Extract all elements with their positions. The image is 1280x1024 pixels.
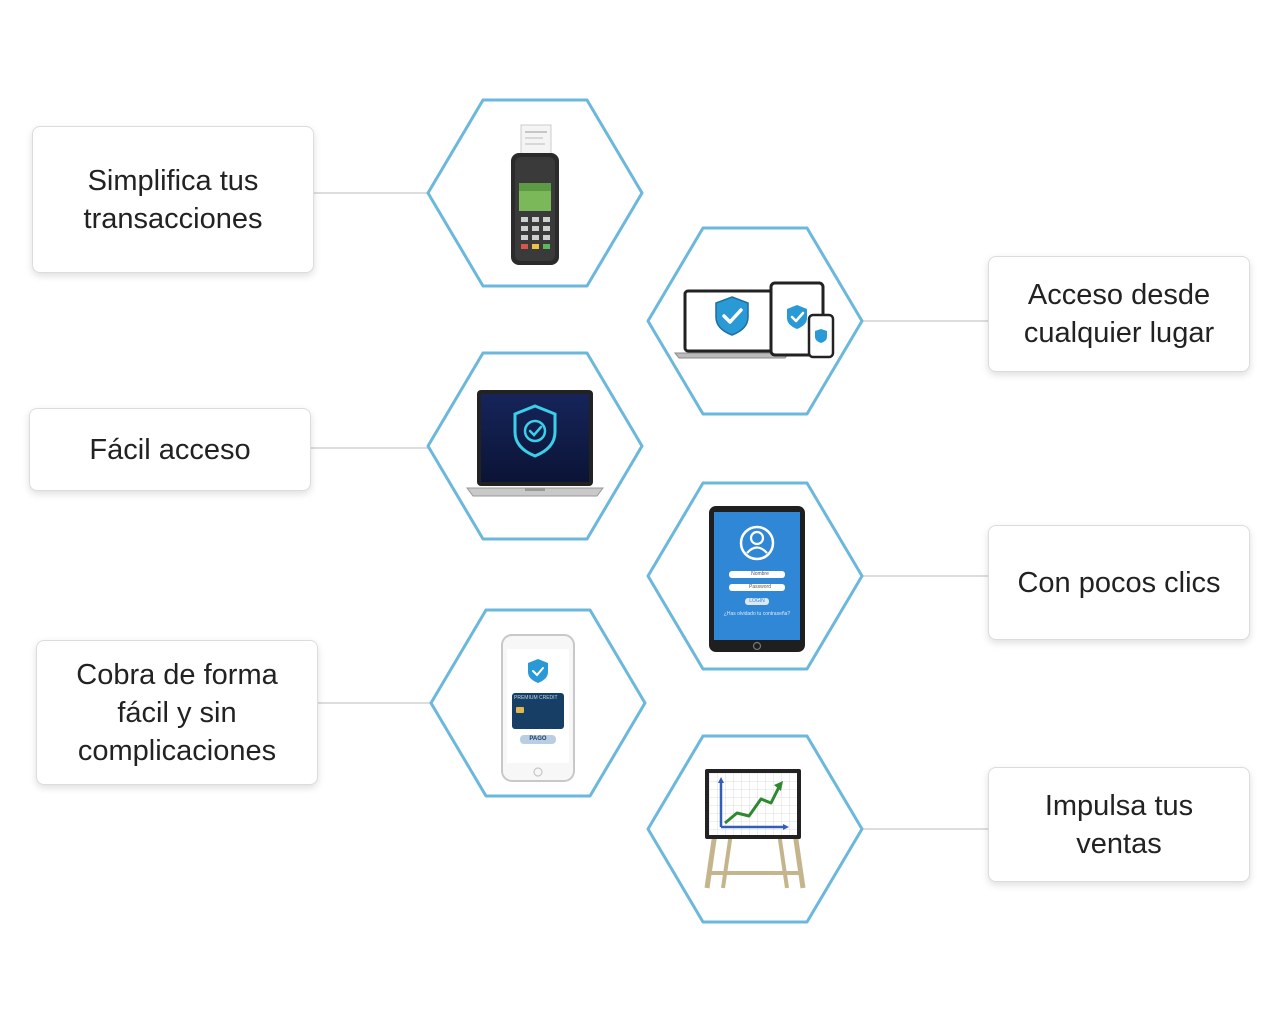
hexagon-multi-device <box>645 225 865 417</box>
tablet-login-icon: Nombre Password LOGIN ¿Has olvidado tu c… <box>645 480 865 672</box>
hexagon-phone-payment: PREMIUM CREDIT PAGO <box>428 607 648 799</box>
hexagon-tablet: Nombre Password LOGIN ¿Has olvidado tu c… <box>645 480 865 672</box>
sales-chart-board-icon <box>704 769 806 889</box>
pos-terminal-icon <box>511 124 559 265</box>
feature-card-pocos-clics: Con pocos clics <box>988 525 1250 640</box>
tablet-login-button-text: LOGIN <box>749 598 765 604</box>
tablet-user-field-text: Nombre <box>751 571 769 577</box>
feature-card-simplifica: Simplifica tus transacciones <box>32 126 314 273</box>
feature-card-acceso-lugar: Acceso desde cualquier lugar <box>988 256 1250 372</box>
feature-card-impulsa: Impulsa tus ventas <box>988 767 1250 882</box>
hexagon-pos-terminal <box>425 97 645 289</box>
hexagon-laptop <box>425 350 645 542</box>
hexagon-sales-chart <box>645 733 865 925</box>
feature-card-facil-acceso: Fácil acceso <box>29 408 311 491</box>
card-title-text: PREMIUM CREDIT <box>514 695 558 701</box>
pay-button-text: PAGO <box>529 736 547 742</box>
multi-device-shield-icon <box>673 281 835 359</box>
laptop-shield-icon <box>466 390 604 497</box>
tablet-footer-text: ¿Has olvidado tu contraseña? <box>723 611 791 617</box>
phone-payment-icon: PREMIUM CREDIT PAGO <box>428 607 648 799</box>
tablet-password-field-text: Password <box>749 584 771 590</box>
feature-card-cobra: Cobra de forma fácil y sin complicacione… <box>36 640 318 785</box>
